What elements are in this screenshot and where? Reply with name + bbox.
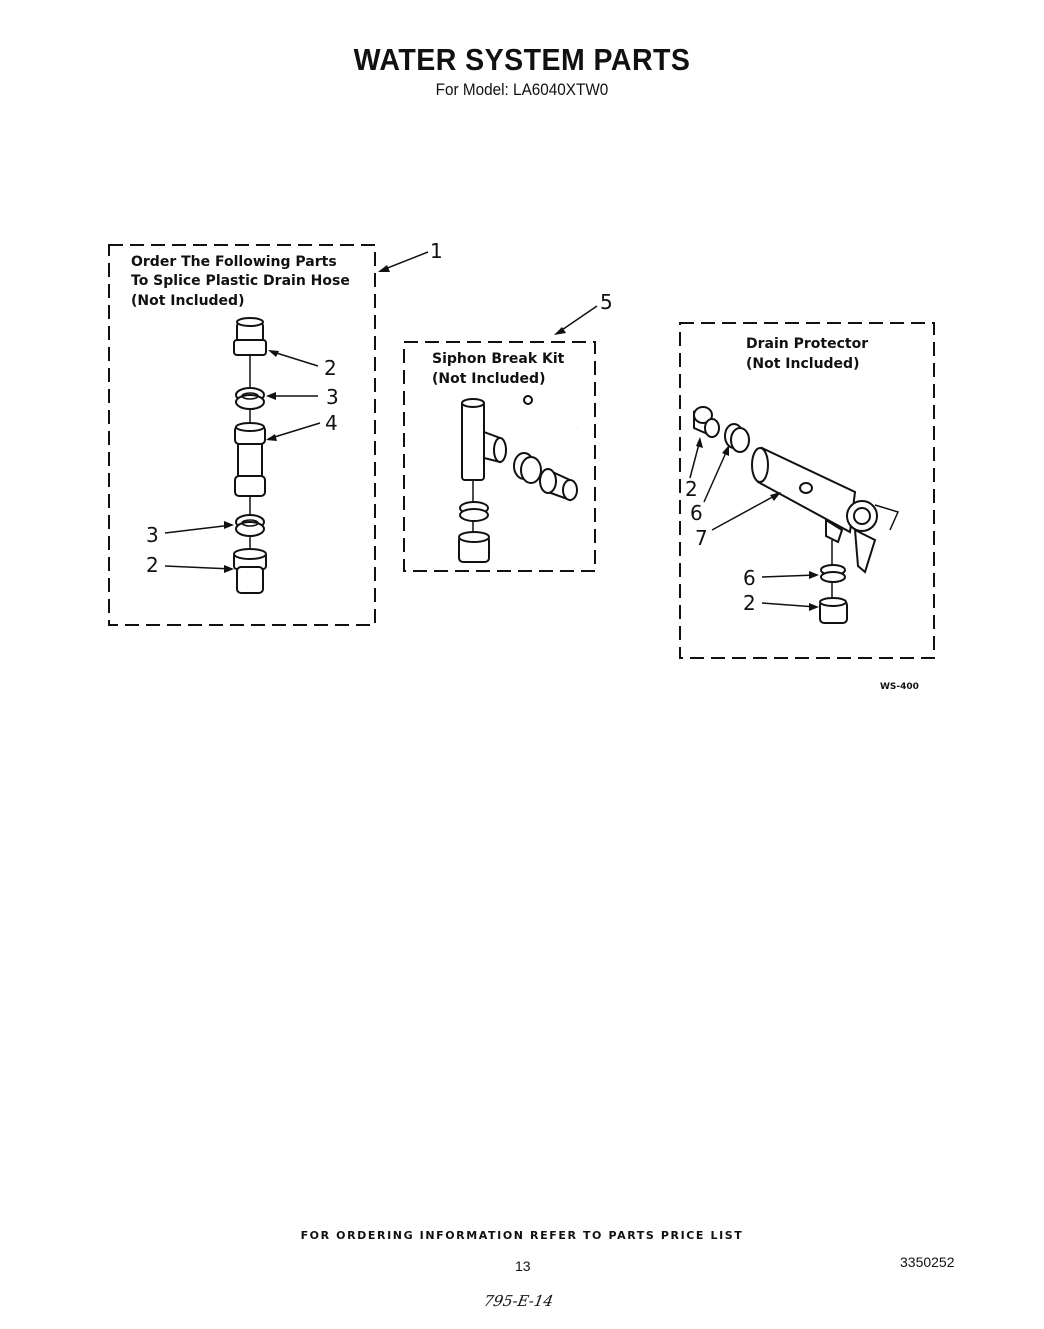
- callout-splice-2-top: 2: [324, 356, 337, 380]
- drain-box-line2: (Not Included): [746, 356, 859, 372]
- drain-protector-box: [679, 322, 935, 659]
- splice-clamp-bottom: [235, 514, 265, 537]
- splice-parts-group: Order The Following Parts To Splice Plas…: [108, 244, 376, 626]
- callout-splice-3-bottom: 3: [146, 523, 159, 547]
- splice-box-line3: (Not Included): [131, 293, 244, 309]
- callout-5: 5: [600, 290, 613, 314]
- splice-adapter-top: [233, 317, 267, 356]
- splice-coupler: [234, 422, 266, 497]
- callout-splice-2-bottom: 2: [146, 553, 159, 577]
- siphon-kit-group: Siphon Break Kit (Not Included): [403, 341, 596, 572]
- siphon-adapter-right: [539, 468, 578, 502]
- siphon-kit-box: [403, 341, 596, 572]
- drain-protector-body: [751, 446, 900, 574]
- siphon-pin: [523, 395, 579, 429]
- callout-drain-7: 7: [695, 526, 708, 550]
- siphon-tee: [461, 398, 507, 481]
- model-subtitle: For Model: LA6040XTW0: [435, 80, 609, 99]
- drain-box-line1: Drain Protector: [746, 336, 868, 352]
- ordering-note: FOR ORDERING INFORMATION REFER TO PARTS …: [300, 1229, 744, 1242]
- drain-clamp-left: [724, 423, 750, 453]
- siphon-adapter-bottom: [458, 531, 490, 563]
- drain-adapter-bottom: [819, 597, 848, 624]
- callout-drain-6-left: 6: [690, 501, 703, 525]
- callout-splice-3-top: 3: [326, 385, 339, 409]
- splice-adapter-bottom: [233, 548, 267, 594]
- drain-clamp-bottom: [820, 564, 846, 583]
- callout-splice-4: 4: [325, 411, 338, 435]
- splice-box-line2: To Splice Plastic Drain Hose: [131, 273, 350, 289]
- drain-adapter-left: [693, 406, 720, 438]
- drain-protector-group: Drain Protector (Not Included): [679, 322, 935, 659]
- figure-code: WS-400: [880, 682, 919, 692]
- callout-drain-2-bottom: 2: [743, 591, 756, 615]
- splice-clamp-top: [235, 387, 265, 410]
- splice-box-line1: Order The Following Parts: [131, 254, 337, 270]
- callout-drain-6-bottom: 6: [743, 566, 756, 590]
- document-number: 3350252: [900, 1254, 955, 1270]
- page-title: WATER SYSTEM PARTS: [353, 42, 691, 77]
- page-number: 13: [515, 1258, 531, 1274]
- callout-1: 1: [430, 239, 443, 263]
- siphon-box-line2: (Not Included): [432, 371, 545, 387]
- callout-drain-2-left: 2: [685, 477, 698, 501]
- siphon-clamp-bottom: [459, 501, 489, 522]
- handwritten-note: 795-E-14: [482, 1292, 555, 1310]
- splice-parts-box: [108, 244, 376, 626]
- siphon-clamp-right: [513, 452, 542, 484]
- siphon-box-line1: Siphon Break Kit: [432, 351, 565, 367]
